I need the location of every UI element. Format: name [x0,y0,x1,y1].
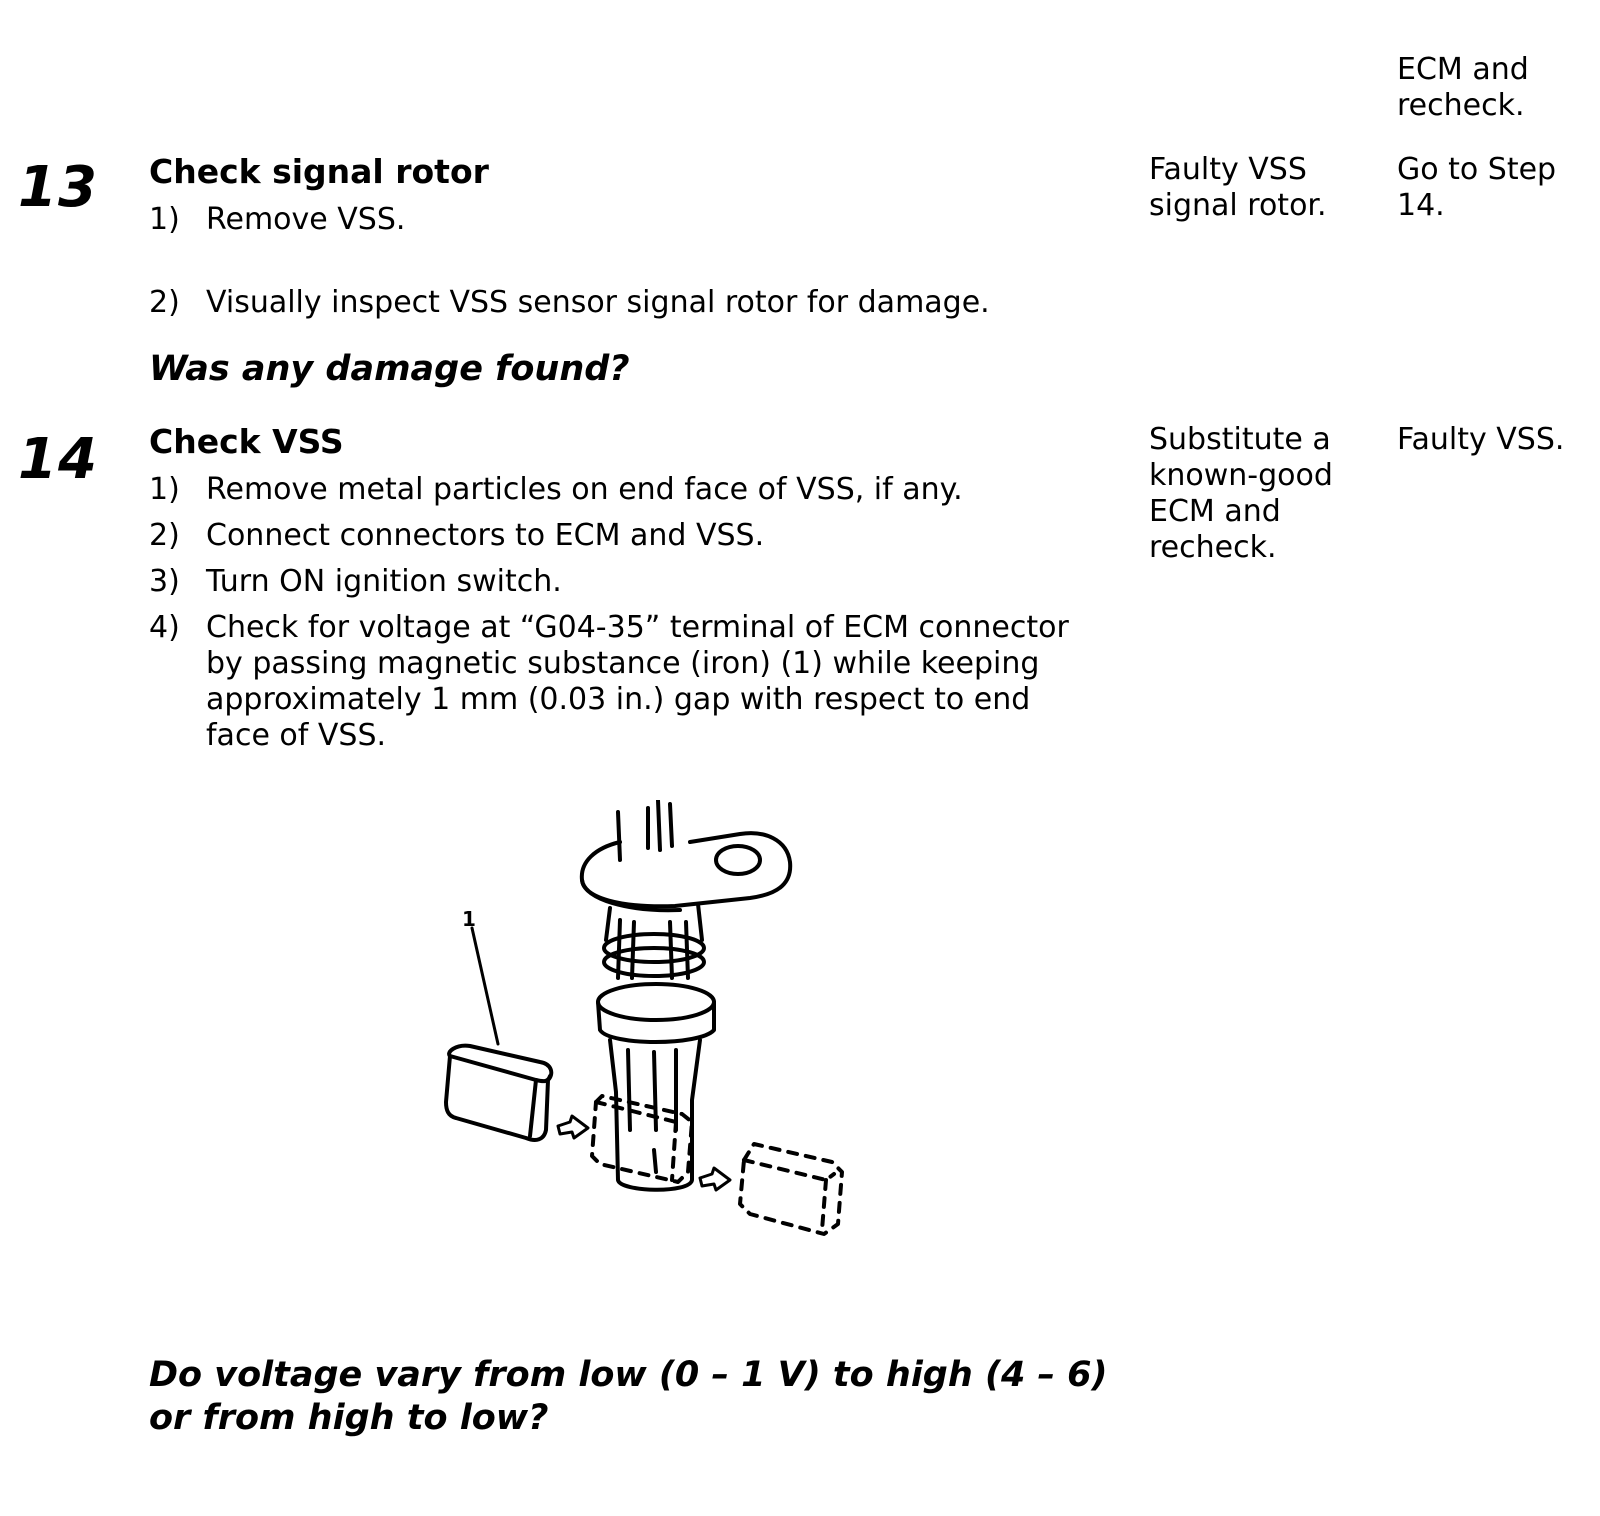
step-14-item: 3) Turn ON ignition switch. [149,564,1109,600]
figure-callout-label: 1 [462,907,476,931]
step-14-number: 14 [18,427,98,492]
sensor-shaft-line [626,1048,632,1132]
sensor-detail-line [684,920,690,980]
step-14-item: 2) Connect connectors to ECM and VSS. [149,518,1109,554]
sensor-body-line [656,800,662,852]
step-13-title: Check signal rotor [149,152,489,191]
item-number: 3) [149,564,180,599]
step-14-item: 1) Remove metal particles on end face of… [149,472,1109,508]
flange-lower-edge [580,878,682,913]
item-text: Remove metal particles on end face of VS… [206,472,963,507]
item-text: Connect connectors to ECM and VSS. [206,518,765,553]
step-13-number: 13 [18,155,98,220]
magnetic-substance-block-edge [528,1078,538,1138]
step-13-yes-result: Faulty VSS signal rotor. [1149,152,1327,223]
vss-illustration: 1 [444,800,844,1236]
magnetic-substance-dashed-edge [742,1158,836,1182]
magnetic-substance-block [444,1043,554,1142]
magnetic-substance-dashed-position [738,1142,844,1236]
item-number: 1) [149,472,180,507]
step-13-question: Was any damage found? [149,349,630,389]
step-14-question: Do voltage vary from low (0 – 1 V) to hi… [149,1355,1108,1438]
magnetic-substance-dashed-position [590,1094,694,1184]
step-14-item: 4) Check for voltage at “G04-35” termina… [149,610,1099,754]
sensor-body-line [616,810,622,862]
o-ring [602,932,706,964]
item-number: 4) [149,610,180,645]
callout-leader-line [470,926,500,1046]
sensor-collar [596,982,716,1022]
o-ring [602,946,706,978]
sensor-body-line [668,802,674,848]
step-13-item: 2) Visually inspect VSS sensor signal ro… [149,285,1109,321]
sensor-shaft [608,1038,702,1192]
step-13-no-result: Go to Step 14. [1397,152,1557,223]
item-text: Turn ON ignition switch. [206,564,562,599]
magnetic-substance-dashed-edge [670,1120,678,1182]
item-text: Visually inspect VSS sensor signal rotor… [206,285,990,320]
sensor-detail-line [616,918,622,980]
sensor-collar [596,1000,716,1044]
step-14-no-result: Faulty VSS. [1397,422,1565,457]
item-text: Check for voltage at “G04-35” terminal o… [206,610,1069,753]
continued-result-text: ECM and recheck. [1397,52,1529,123]
sensor-detail-line [668,920,674,980]
item-number: 2) [149,285,180,320]
movement-arrow [556,1114,590,1140]
mounting-flange [579,831,793,909]
item-number: 2) [149,518,180,553]
sensor-neck [696,902,704,942]
item-number: 1) [149,202,180,237]
sensor-detail-line [630,920,636,980]
sensor-shaft-line [652,1148,658,1174]
item-text: Remove VSS. [206,202,406,237]
step-13-item: 1) Remove VSS. [149,202,1109,238]
step-14-title: Check VSS [149,422,344,461]
magnetic-substance-dashed-edge [820,1178,828,1232]
sensor-neck [604,906,612,942]
step-14-yes-result: Substitute a known-good ECM and recheck. [1149,422,1333,565]
movement-arrow [698,1166,732,1192]
mounting-bolt-hole [714,844,762,876]
